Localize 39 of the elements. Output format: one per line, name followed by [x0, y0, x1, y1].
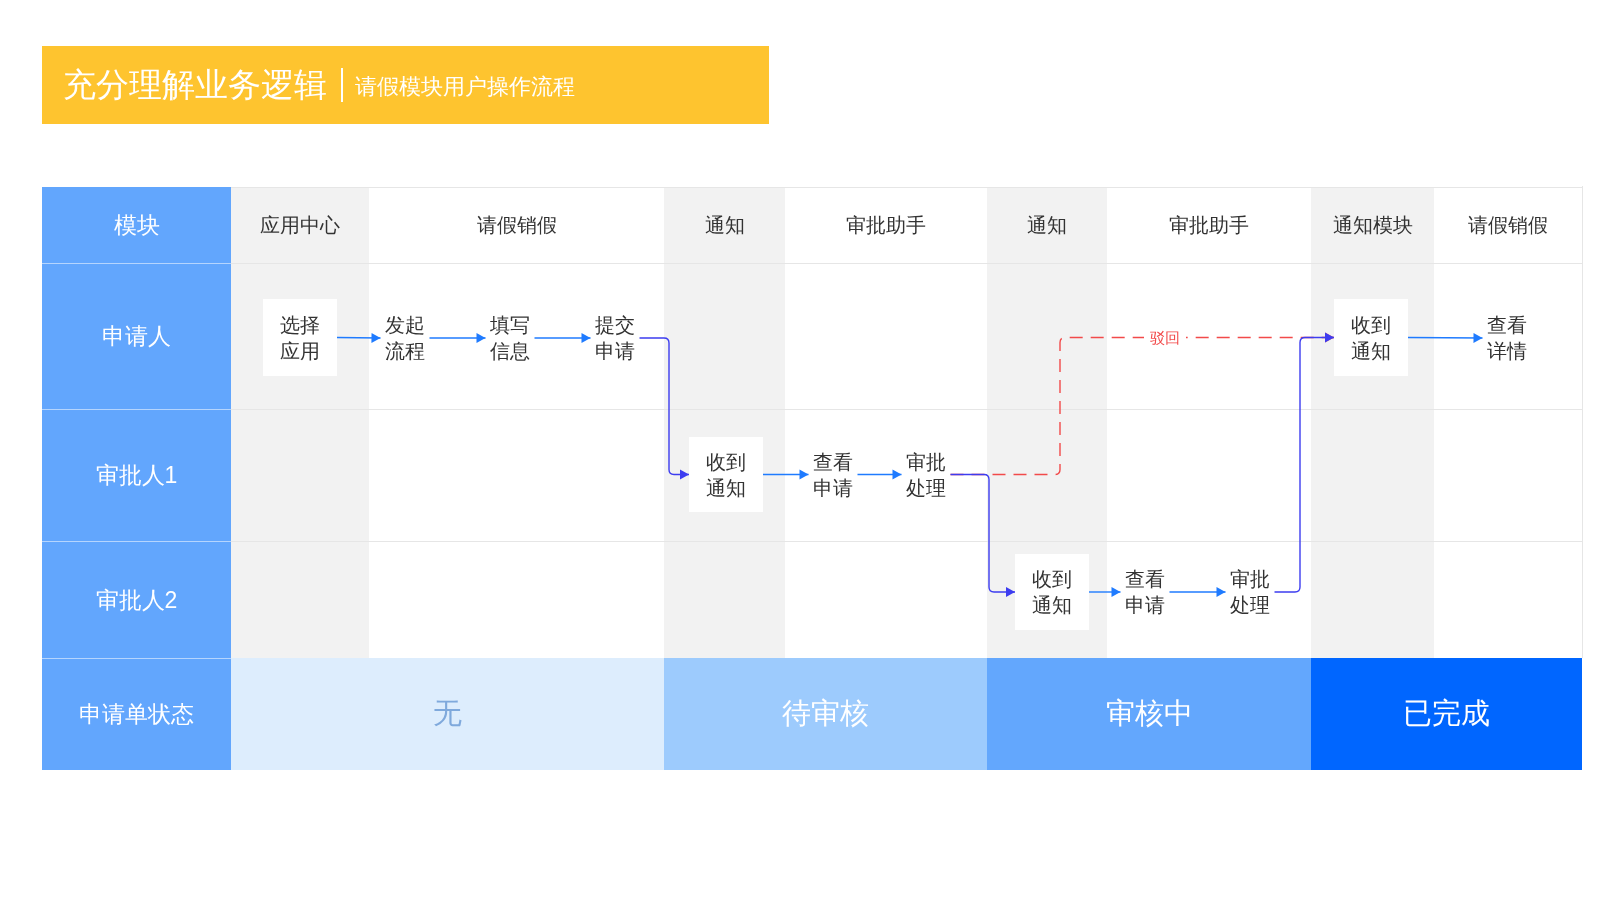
process-step: 查看申请 — [812, 448, 854, 501]
elbow-arrow — [638, 337, 690, 480]
status-cell: 无 — [231, 658, 664, 770]
status-cell: 审核中 — [987, 658, 1311, 770]
process-step: 审批处理 — [905, 448, 947, 501]
lane-header: 审批人1 — [42, 409, 231, 541]
title-text: 充分理解业务逻辑 — [63, 65, 327, 105]
elbow-arrow — [1273, 332, 1335, 593]
process-step: 审批处理 — [1229, 566, 1271, 618]
arrow — [1407, 332, 1484, 343]
process-step: 发起流程 — [384, 312, 426, 364]
elbow-arrow — [949, 473, 1016, 597]
process-step: 提交申请 — [594, 312, 636, 364]
process-box: 收到通知 — [689, 437, 763, 512]
process-box: 选择应用 — [263, 299, 337, 376]
column-header: 通知 — [987, 187, 1107, 263]
arrow — [428, 333, 487, 343]
arrow — [336, 332, 382, 343]
arrow — [762, 469, 810, 480]
edge-label: 驳回 — [1144, 327, 1186, 348]
arrow — [1088, 587, 1122, 597]
process-box: 收到通知 — [1334, 299, 1408, 376]
process-box: 收到通知 — [1015, 554, 1089, 630]
lane-header: 模块 — [42, 187, 231, 263]
process-step: 查看详情 — [1486, 312, 1528, 364]
arrow — [533, 333, 592, 343]
lane-header: 申请单状态 — [42, 658, 231, 770]
process-step: 查看申请 — [1124, 566, 1166, 618]
status-cell: 待审核 — [664, 658, 987, 770]
arrow — [856, 469, 903, 480]
lane-header: 申请人 — [42, 263, 231, 409]
column-header: 通知 — [664, 187, 785, 263]
arrow — [1168, 587, 1227, 597]
process-step: 填写信息 — [489, 312, 531, 364]
status-cell: 已完成 — [1311, 658, 1582, 770]
column-header: 应用中心 — [231, 187, 369, 263]
lane-header: 审批人2 — [42, 541, 231, 658]
column-header: 通知模块 — [1311, 187, 1434, 263]
subtitle-text: 请假模块用户操作流程 — [355, 73, 575, 101]
